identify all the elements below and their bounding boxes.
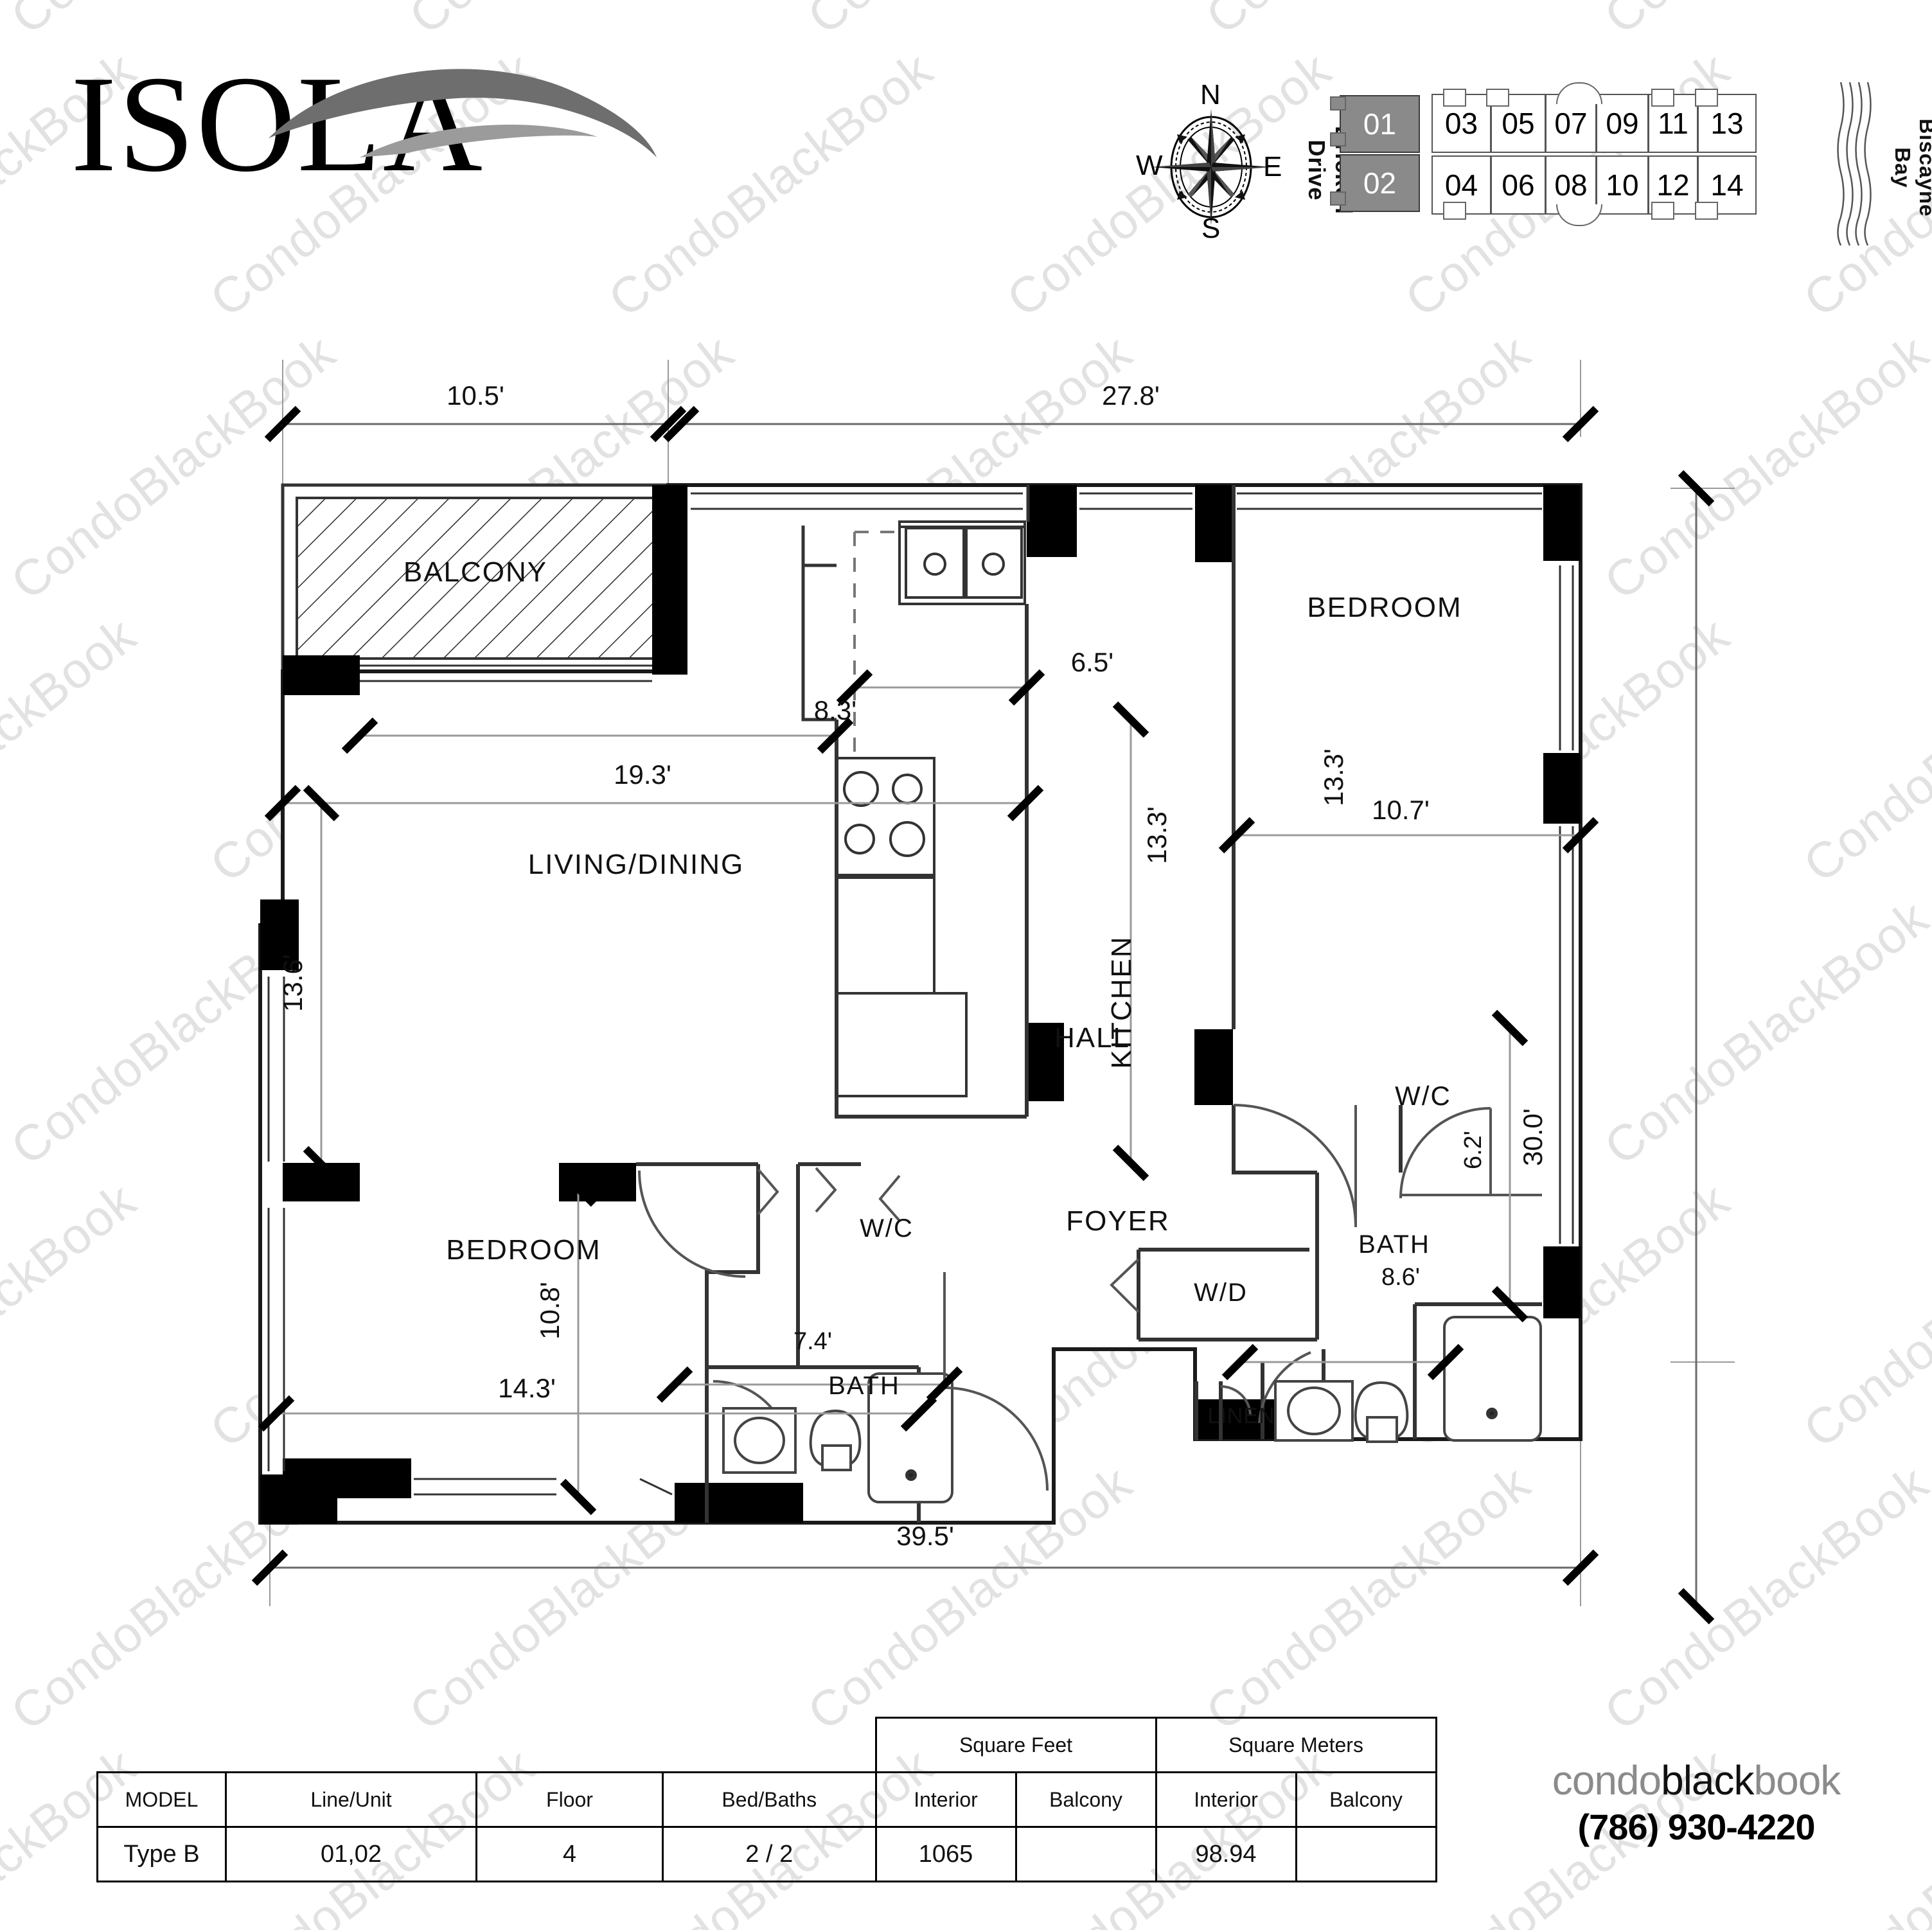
unit-spec-table: Square Feet Square Meters MODEL Line/Uni… [96, 1717, 1437, 1882]
cell-sqft-interior: 1065 [874, 1826, 1017, 1882]
compass-rose-icon: N S E W [1136, 79, 1285, 244]
col-line-unit: Line/Unit [225, 1771, 477, 1828]
watermark-text: CondoBlackBook [1593, 0, 1932, 46]
compass-west-label: W [1136, 150, 1163, 181]
key-balcony-01b [1330, 132, 1346, 146]
col-sqm-interior: Interior [1155, 1771, 1297, 1828]
floor-plan-drawing: BALCONY LIVING/DINING KITCHEN HALL FOYER… [0, 360, 1932, 1645]
compass-south-label: S [1201, 213, 1221, 244]
dim-top-overall: 27.8' [1102, 380, 1160, 411]
room-label-hall: HALL [1054, 1022, 1130, 1054]
room-label-linen: LINEN [1207, 1404, 1275, 1428]
isola-swoosh-icon [269, 69, 657, 158]
dim-balcony-width: 10.5' [447, 380, 504, 411]
room-label-balcony: BALCONY [403, 556, 547, 588]
isola-logo: ISOLA [71, 48, 657, 196]
key-win-11 [1651, 89, 1674, 107]
spec-table: Square Feet Square Meters MODEL Line/Uni… [96, 1717, 1437, 1882]
room-label-bath-1: BATH [828, 1372, 900, 1400]
watermark-text: CondoBlackBook [797, 0, 1143, 46]
cell-sqm-balcony [1295, 1826, 1437, 1882]
key-win-12 [1651, 202, 1674, 220]
dim-living-height: 13.6' [278, 954, 308, 1012]
room-label-foyer: FOYER [1066, 1205, 1170, 1237]
cell-sqft-balcony [1015, 1826, 1157, 1882]
group-header-sqft: Square Feet [874, 1717, 1157, 1773]
col-floor: Floor [475, 1771, 664, 1828]
condoblackbook-branding: condoblackbook (786) 930-4220 [1484, 1757, 1908, 1848]
key-unit-04[interactable]: 04 [1431, 155, 1491, 215]
cbb-logo-book: book [1753, 1757, 1841, 1803]
building-key-plate: N S E W Brickell Drive Biscayne Bay 01 0… [1131, 64, 1932, 257]
dim-bath-right: 8.6' [1381, 1264, 1420, 1291]
cbb-logo-black: black [1661, 1757, 1754, 1803]
key-unit-01[interactable]: 01 [1340, 95, 1420, 153]
key-unit-02[interactable]: 02 [1340, 154, 1420, 212]
key-win-03 [1443, 89, 1466, 107]
group-header-sqm: Square Meters [1155, 1717, 1437, 1773]
compass-east-label: E [1263, 151, 1282, 182]
dim-wc-right: 6.2' [1460, 1131, 1487, 1169]
key-balcony-01a [1330, 96, 1346, 111]
col-bed-baths: Bed/Baths [662, 1771, 877, 1828]
dim-kitchen-width: 6.5' [1071, 647, 1113, 677]
dim-bedroom2-width: 14.3' [498, 1373, 556, 1403]
key-win-05 [1486, 89, 1509, 107]
watermark-text: CondoBlackBook [1195, 0, 1541, 46]
room-label-kitchen: KITCHEN [1106, 935, 1137, 1068]
room-label-bath-2: BATH [1358, 1230, 1430, 1259]
key-entry-top-icon [1556, 82, 1602, 104]
key-win-14 [1695, 202, 1718, 220]
room-label-bedroom-2: BEDROOM [446, 1234, 601, 1266]
key-win-13 [1695, 89, 1718, 107]
cell-bed-baths: 2 / 2 [662, 1826, 877, 1882]
dim-bottom-overall: 39.5' [896, 1521, 954, 1551]
cell-model: Type B [96, 1826, 227, 1882]
key-balcony-02 [1330, 191, 1346, 206]
col-sqft-balcony: Balcony [1015, 1771, 1157, 1828]
room-label-living-dining: LIVING/DINING [528, 849, 745, 880]
watermark-text: CondoBlackBook [0, 0, 346, 46]
dim-bedroom1-height: 13.3' [1318, 748, 1349, 806]
cell-sqm-interior: 98.94 [1155, 1826, 1297, 1882]
table-header-row: MODEL Line/Unit Floor Bed/Baths Interior… [96, 1771, 1437, 1828]
watermark-text: CondoBlackBook [398, 0, 745, 46]
dim-living-top: 8.3' [814, 695, 856, 725]
room-label-wc-2: W/C [1395, 1081, 1451, 1111]
key-unit-09[interactable]: 09 [1596, 94, 1649, 153]
dim-living-mid: 19.3' [614, 759, 671, 790]
dim-bedroom2-height: 10.8' [535, 1282, 565, 1340]
cell-floor: 4 [475, 1826, 664, 1882]
room-label-bedroom-1: BEDROOM [1307, 592, 1462, 623]
compass-north-label: N [1200, 79, 1221, 111]
key-win-04 [1443, 202, 1466, 220]
dim-kitchen-depth: 13.3' [1142, 806, 1172, 864]
key-unit-06[interactable]: 06 [1491, 155, 1546, 215]
col-model: MODEL [96, 1771, 227, 1828]
dim-right-overall: 30.0' [1518, 1108, 1548, 1166]
floor-plan-svg: BALCONY LIVING/DINING KITCHEN HALL FOYER… [251, 360, 1735, 1625]
key-unit-10[interactable]: 10 [1596, 155, 1649, 215]
key-entry-bottom-icon [1556, 204, 1602, 226]
dim-bath-left: 7.4' [793, 1328, 832, 1355]
room-label-wc-1: W/C [860, 1214, 914, 1243]
table-row: Type B 01,02 4 2 / 2 1065 98.94 [96, 1826, 1437, 1882]
dim-bedroom1-width: 10.7' [1372, 795, 1430, 825]
water-waves-icon [1837, 82, 1872, 246]
contact-phone[interactable]: (786) 930-4220 [1577, 1807, 1816, 1847]
col-sqm-balcony: Balcony [1295, 1771, 1437, 1828]
col-sqft-interior: Interior [874, 1771, 1017, 1828]
cbb-logo-condo: condo [1552, 1757, 1662, 1803]
water-label: Biscayne Bay [1891, 118, 1932, 217]
cbb-logo: condoblackbook [1484, 1757, 1908, 1803]
room-label-wd: W/D [1194, 1279, 1248, 1307]
cell-line-unit: 01,02 [225, 1826, 477, 1882]
table-group-header-row: Square Feet Square Meters [98, 1717, 1437, 1773]
